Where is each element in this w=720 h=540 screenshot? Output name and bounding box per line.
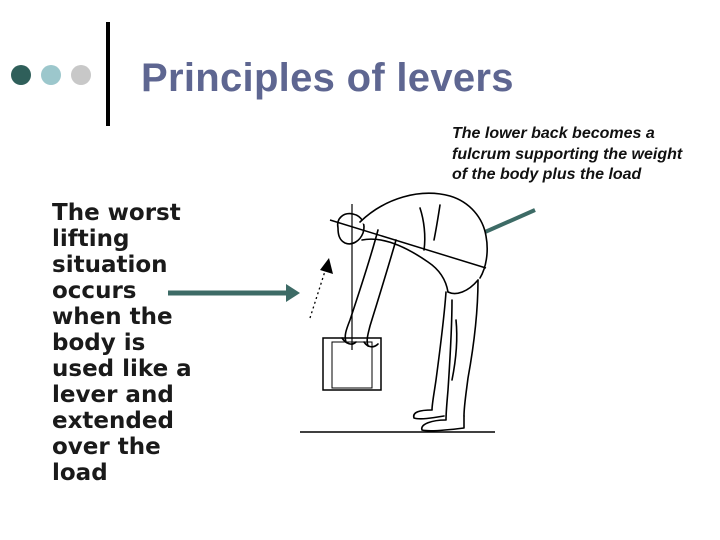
lift-force-arrow xyxy=(310,258,333,318)
left-pointer-arrow xyxy=(168,284,300,302)
